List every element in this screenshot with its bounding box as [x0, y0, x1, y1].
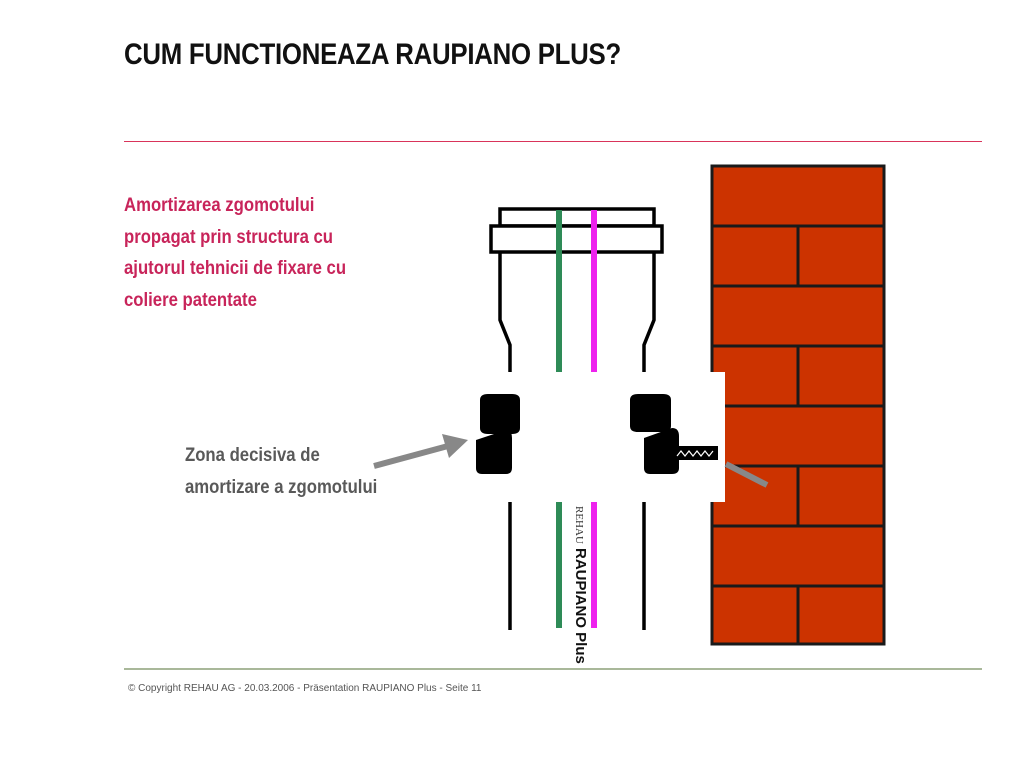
- pipe-body-lower: [508, 502, 646, 630]
- brick-wall: [710, 164, 886, 646]
- green-stripe-lower: [556, 502, 562, 628]
- page-title: CUM FUNCTIONEAZA RAUPIANO PLUS?: [124, 38, 621, 71]
- pipe-product-marking: RAUPIANO Plus: [572, 548, 589, 664]
- description-line: ajutorul tehnicii de fixare cu: [124, 258, 347, 279]
- footer-divider: [124, 668, 982, 670]
- description-text: Amortizarea zgomotului propagat prin str…: [124, 190, 370, 316]
- pipe-brand-marking: REHAU: [573, 506, 585, 544]
- title-divider: [124, 141, 982, 142]
- callout-label: Zona decisiva de amortizare a zgomotului: [185, 440, 377, 504]
- description-line: propagat prin structura cu: [124, 226, 334, 248]
- callout-line: Zona decisiva de: [185, 445, 320, 466]
- description-line: coliere patentate: [124, 289, 257, 311]
- green-stripe-upper: [556, 210, 562, 372]
- footer-copyright: © Copyright REHAU AG - 20.03.2006 - Präs…: [128, 683, 482, 694]
- bolt-end: [724, 461, 769, 488]
- clamp-right-insert: [630, 394, 679, 474]
- callout-arrow: [373, 434, 468, 469]
- description-line: Amortizarea zgomotului: [124, 195, 315, 216]
- threaded-rod: [674, 446, 718, 460]
- callout-line: amortizare a zgomotului: [185, 477, 378, 498]
- magenta-stripe-lower: [591, 502, 597, 628]
- magenta-stripe-upper: [591, 210, 597, 372]
- pipe-socket: [489, 207, 664, 372]
- clamp-plate: [470, 372, 725, 502]
- clamp-left-insert: [476, 394, 520, 474]
